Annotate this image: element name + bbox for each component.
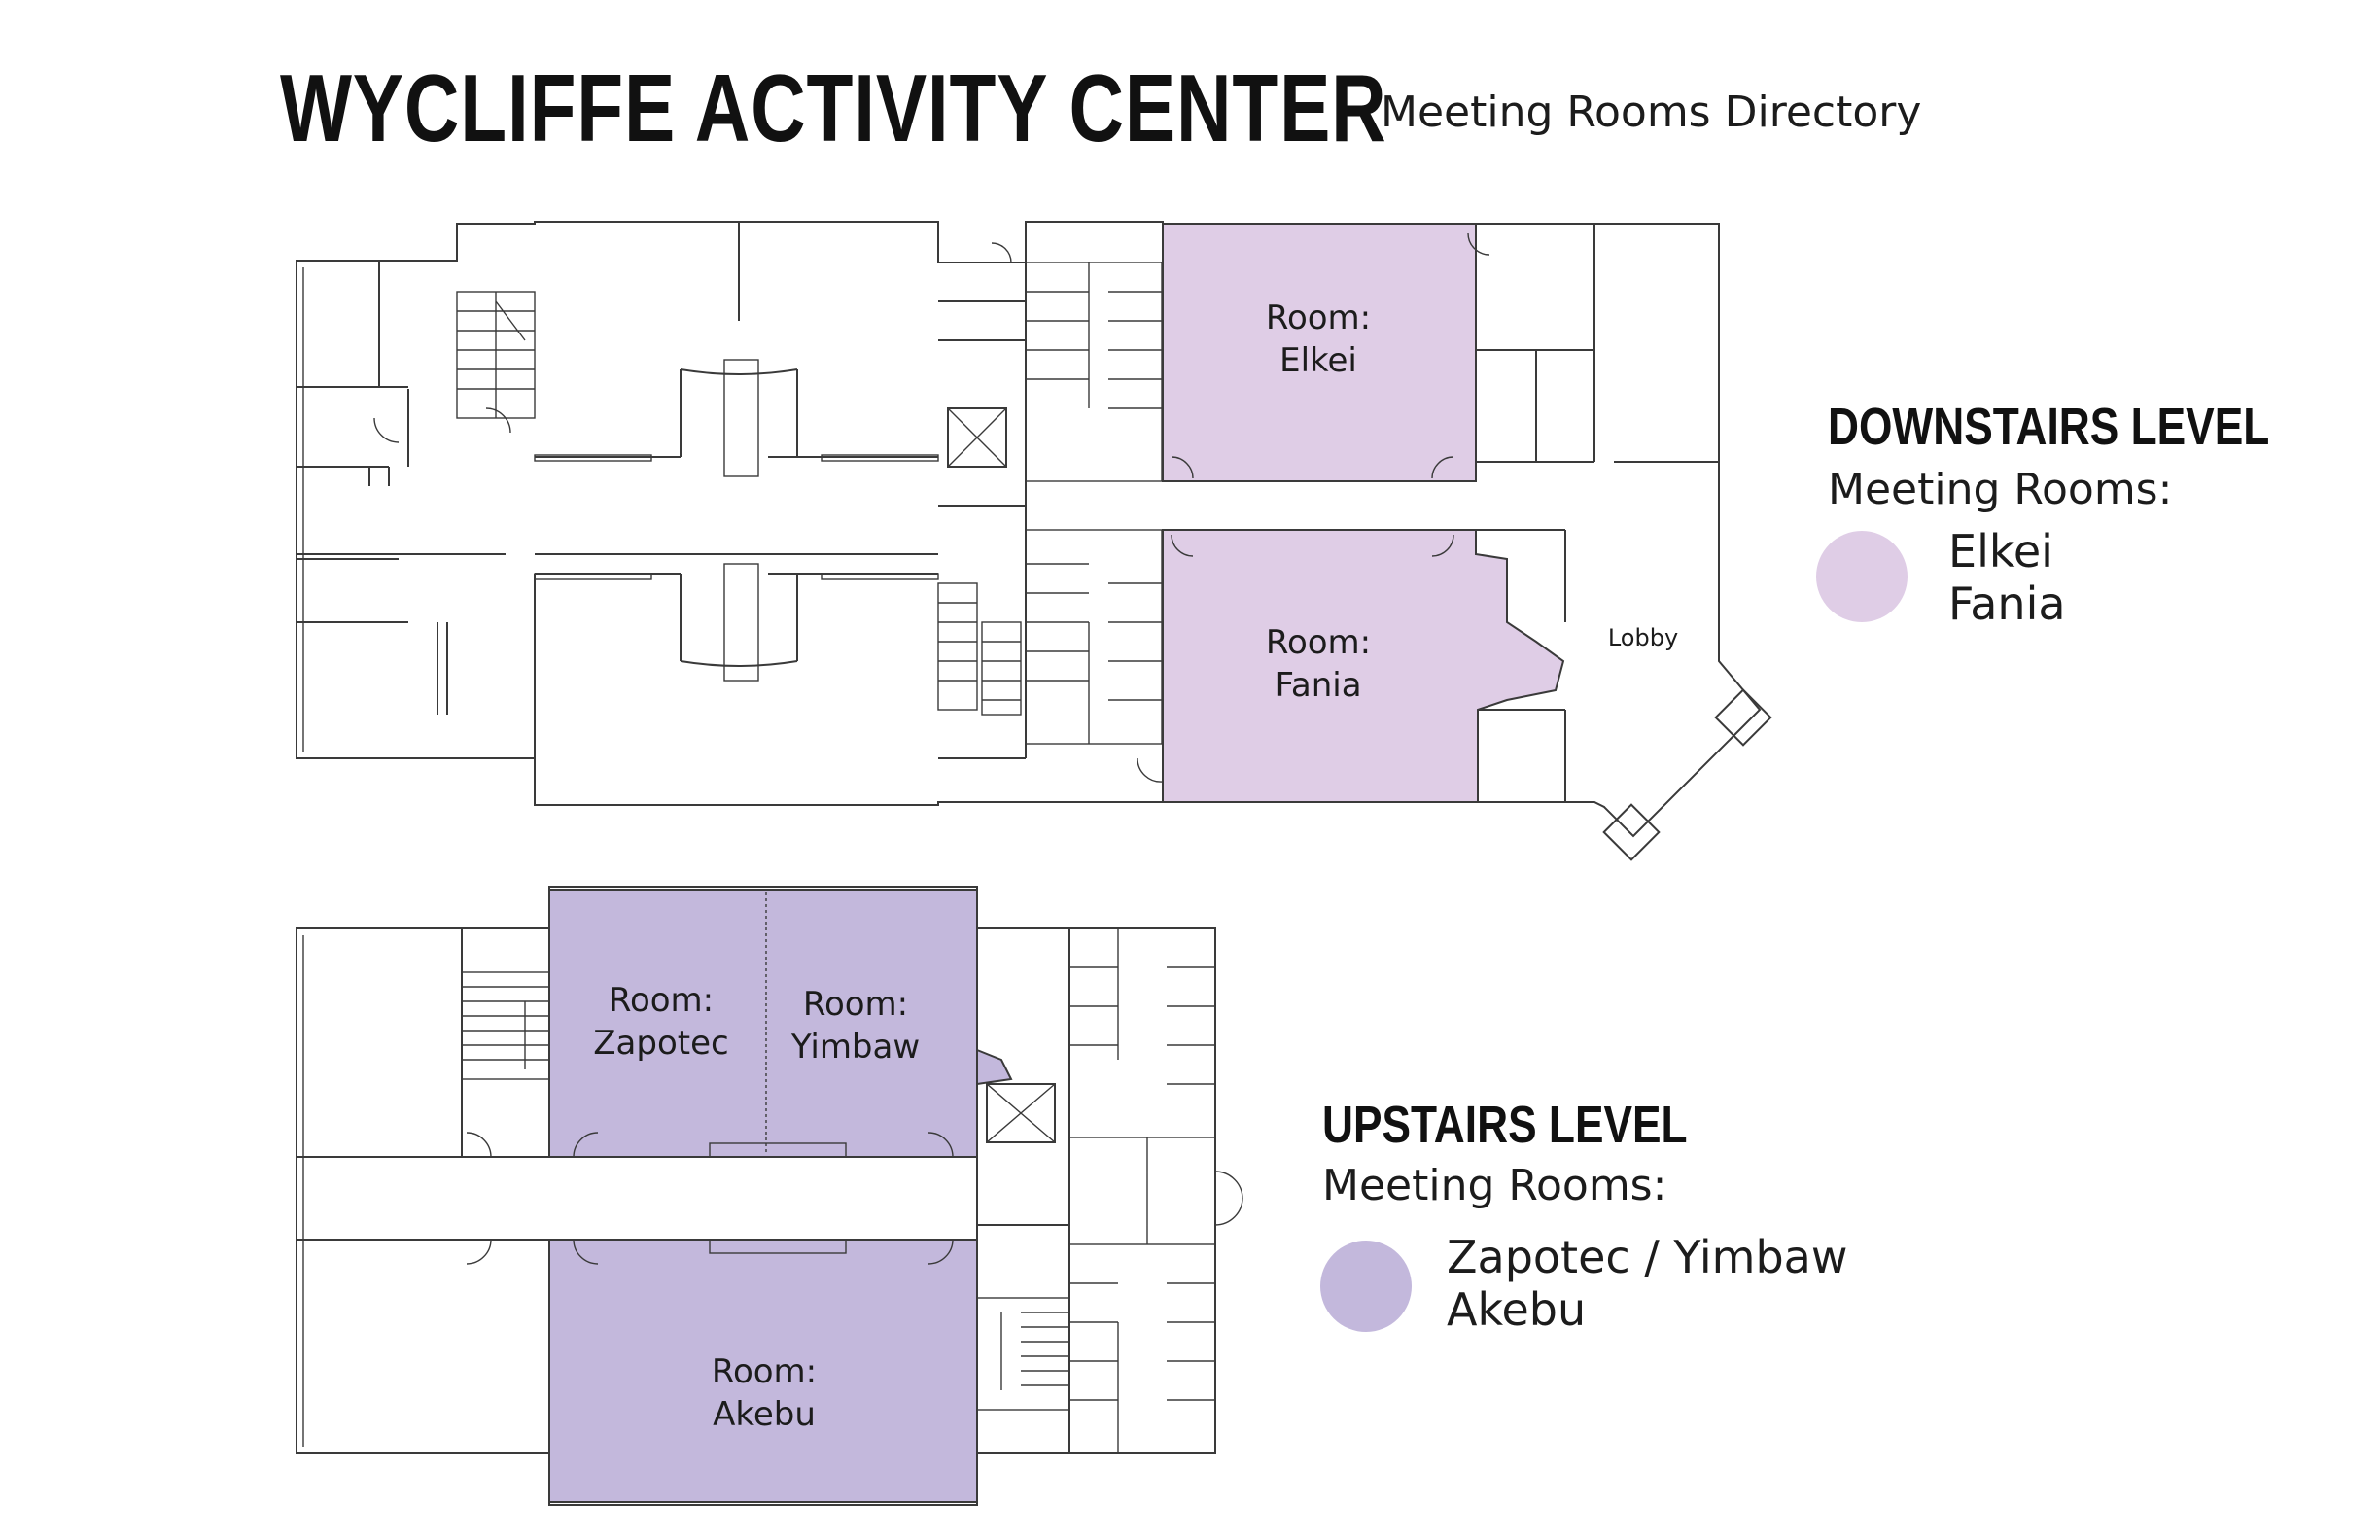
- page-subtitle: Meeting Rooms Directory: [1381, 88, 1922, 137]
- room-zapotec-label-1: Room:: [609, 981, 714, 1020]
- downstairs-color-swatch: [1816, 531, 1908, 622]
- page-title: WYCLIFFE ACTIVITY CENTER: [280, 54, 1387, 161]
- room-fania-label-2: Fania: [1275, 666, 1361, 705]
- room-akebu-label-2: Akebu: [713, 1395, 816, 1434]
- upstairs-room-item: Akebu: [1447, 1283, 1587, 1336]
- downstairs-room-list: Elkei Fania: [1948, 525, 2066, 630]
- downstairs-room-item: Fania: [1948, 578, 2066, 630]
- upstairs-room-item: Zapotec / Yimbaw: [1447, 1231, 1848, 1283]
- downstairs-meeting-rooms-label: Meeting Rooms:: [1828, 465, 2173, 514]
- upstairs-room-list: Zapotec / Yimbaw Akebu: [1447, 1231, 1847, 1336]
- room-akebu-label-1: Room:: [712, 1352, 817, 1391]
- room-elkei-label-2: Elkei: [1279, 341, 1357, 380]
- room-elkei-label-1: Room:: [1266, 298, 1371, 337]
- upstairs-color-swatch: [1320, 1241, 1412, 1332]
- room-yimbaw-label-2: Yimbaw: [790, 1028, 920, 1067]
- upstairs-level-title: UPSTAIRS LEVEL: [1322, 1096, 1688, 1154]
- downstairs-room-item: Elkei: [1948, 525, 2053, 578]
- room-fania-label-1: Room:: [1266, 623, 1371, 662]
- upstairs-meeting-rooms-label: Meeting Rooms:: [1322, 1161, 1667, 1210]
- lobby-label: Lobby: [1608, 624, 1678, 651]
- room-zapotec-label-2: Zapotec: [593, 1024, 728, 1063]
- downstairs-level-title: DOWNSTAIRS LEVEL: [1828, 398, 2270, 456]
- room-yimbaw-label-1: Room:: [803, 985, 908, 1024]
